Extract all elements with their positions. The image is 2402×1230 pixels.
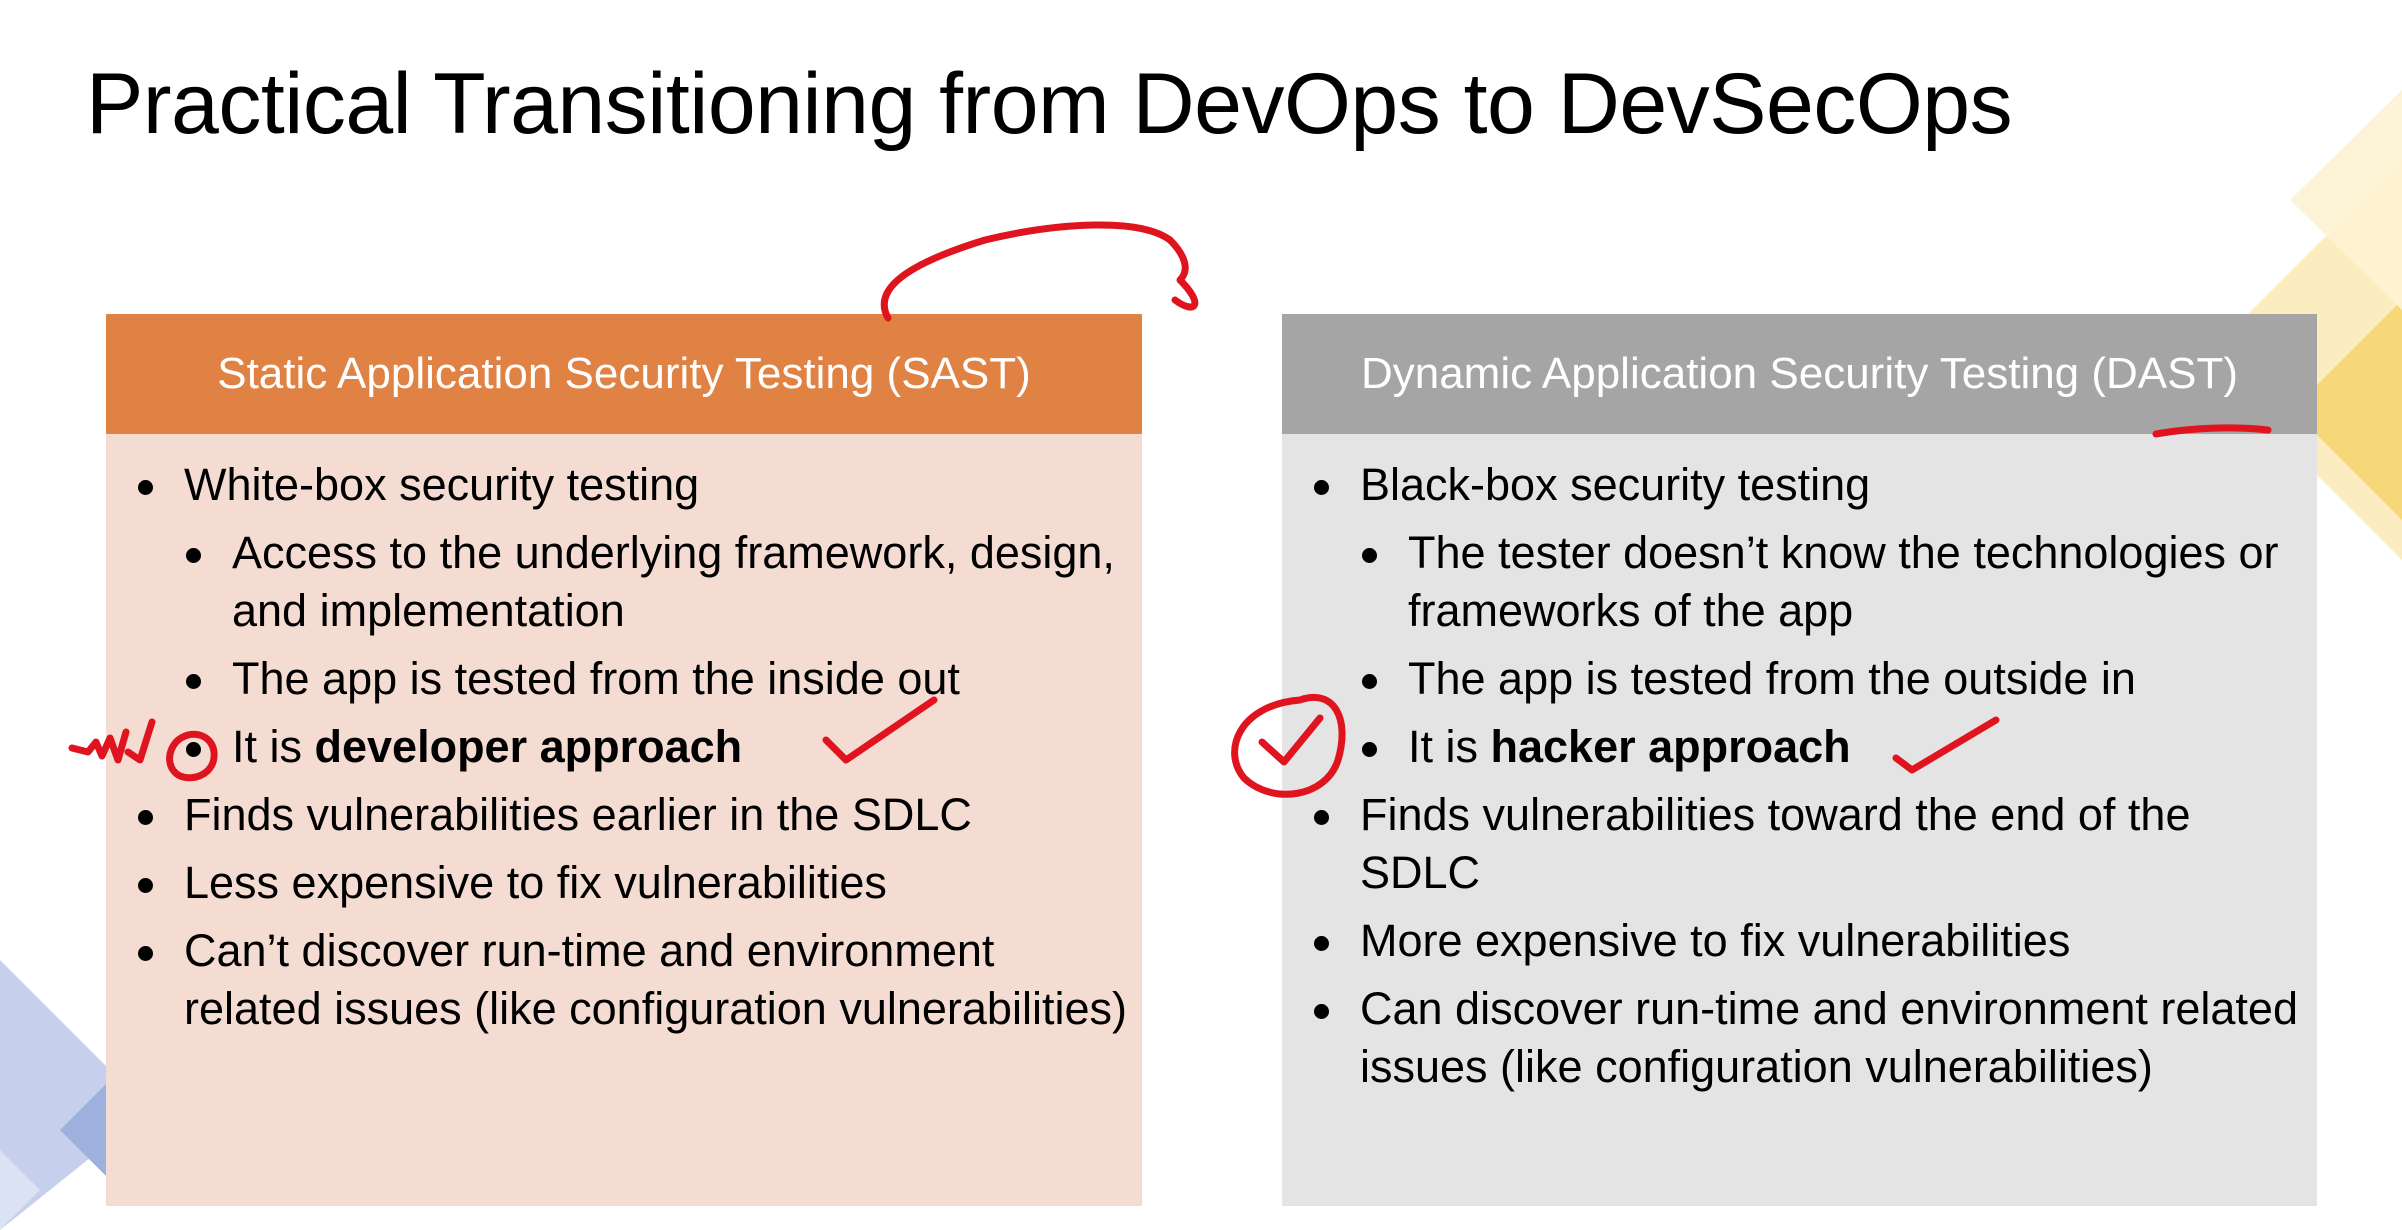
- sast-bullet-1: White-box security testing: [134, 456, 1142, 514]
- dast-sub-bullet-1: The tester doesn’t know the technologies…: [1358, 524, 2317, 640]
- yellow-diamond-faint: [2290, 90, 2402, 310]
- sast-sub-bullet-3: It is developer approach: [182, 718, 1142, 776]
- sast-approach-bold: developer approach: [314, 721, 743, 772]
- sast-sub-bullet-1: Access to the underlying framework, desi…: [182, 524, 1142, 640]
- sast-sub-bullet-2: The app is tested from the inside out: [182, 650, 1142, 708]
- sast-bullet-3: Less expensive to fix vulnerabilities: [134, 854, 1142, 912]
- dast-bullet-1: Black-box security testing: [1310, 456, 2317, 514]
- annotation-arc: [880, 221, 1199, 322]
- dast-sub-bullet-2: The app is tested from the outside in: [1358, 650, 2317, 708]
- sast-body: White-box security testing Access to the…: [106, 434, 1142, 1038]
- dast-header: Dynamic Application Security Testing (DA…: [1282, 314, 2317, 434]
- blue-diamond-faint: [0, 1150, 40, 1230]
- dast-bullet-list: Black-box security testing The tester do…: [1310, 456, 2317, 1096]
- sast-column: Static Application Security Testing (SAS…: [106, 314, 1142, 1206]
- dast-column: Dynamic Application Security Testing (DA…: [1282, 314, 2317, 1206]
- dast-approach-prefix: It is: [1408, 721, 1491, 772]
- slide-title: Practical Transitioning from DevOps to D…: [86, 56, 2013, 152]
- sast-header: Static Application Security Testing (SAS…: [106, 314, 1142, 434]
- dast-bullet-3: More expensive to fix vulnerabilities: [1310, 912, 2317, 970]
- dast-bullet-4: Can discover run-time and environment re…: [1310, 980, 2317, 1096]
- dast-bullet-2: Finds vulnerabilities toward the end of …: [1310, 786, 2317, 902]
- dast-sub-bullet-3: It is hacker approach: [1358, 718, 2317, 776]
- sast-bullet-list: White-box security testing Access to the…: [134, 456, 1142, 1038]
- dast-approach-bold: hacker approach: [1490, 721, 1851, 772]
- sast-approach-prefix: It is: [232, 721, 315, 772]
- sast-bullet-2: Finds vulnerabilities earlier in the SDL…: [134, 786, 1142, 844]
- dast-body: Black-box security testing The tester do…: [1282, 434, 2317, 1096]
- sast-bullet-4: Can’t discover run-time and environment …: [134, 922, 1142, 1038]
